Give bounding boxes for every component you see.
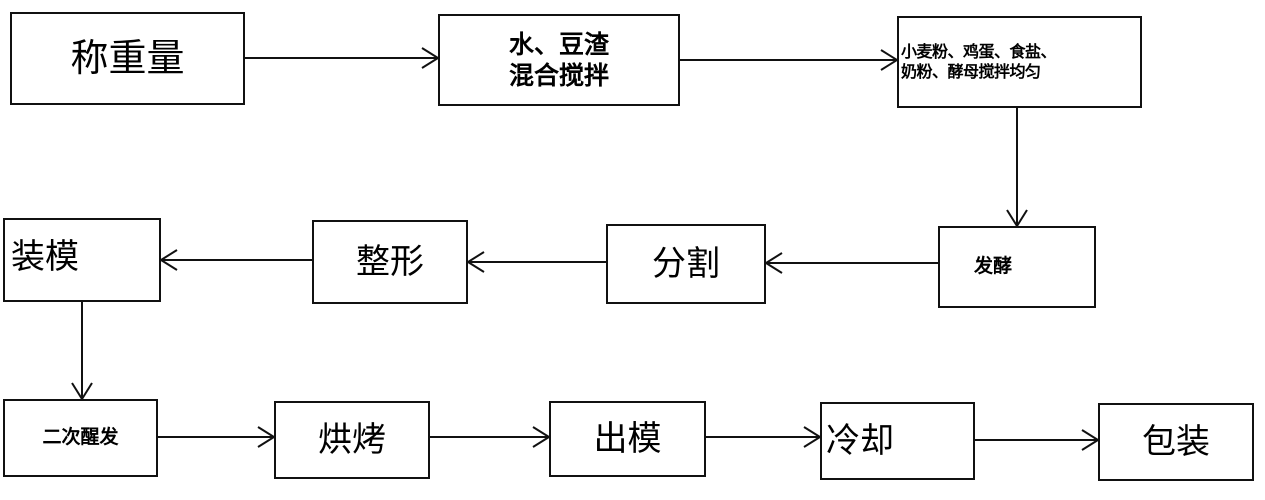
node-divide: 分割 (606, 224, 766, 304)
node-cool-label: 冷却 (826, 420, 894, 461)
node-ferment-label: 发酵 (974, 255, 1013, 278)
node-shape: 整形 (312, 220, 468, 304)
node-demold-label: 出模 (593, 418, 662, 459)
node-mix-water-okara-line1: 水、豆渣 (508, 29, 609, 59)
node-bake: 烘烤 (274, 401, 430, 479)
node-pack: 包装 (1098, 403, 1254, 481)
node-mold: 装模 (3, 218, 161, 302)
node-mix-water-okara: 水、豆渣 混合搅拌 (438, 14, 680, 106)
node-weigh: 称重量 (10, 12, 245, 105)
node-bake-label: 烘烤 (318, 419, 386, 460)
node-second-proof-label: 二次醒发 (42, 426, 119, 449)
node-mix-dry-ingredients-line1: 小麦粉、鸡蛋、食盐、 (901, 42, 1057, 61)
node-divide-label: 分割 (652, 243, 720, 284)
node-pack-label: 包装 (1142, 421, 1210, 462)
node-demold: 出模 (549, 401, 706, 477)
node-weigh-label: 称重量 (70, 35, 185, 80)
node-mix-dry-ingredients-line2: 奶粉、酵母搅拌均匀 (901, 62, 1041, 81)
node-second-proof: 二次醒发 (3, 399, 158, 477)
node-mix-dry-ingredients: 小麦粉、鸡蛋、食盐、 奶粉、酵母搅拌均匀 (897, 16, 1142, 108)
node-mold-label: 装模 (11, 237, 79, 277)
node-mix-water-okara-line2: 混合搅拌 (508, 61, 609, 90)
node-cool: 冷却 (820, 402, 975, 480)
node-shape-label: 整形 (356, 241, 424, 282)
node-ferment: 发酵 (938, 226, 1096, 308)
